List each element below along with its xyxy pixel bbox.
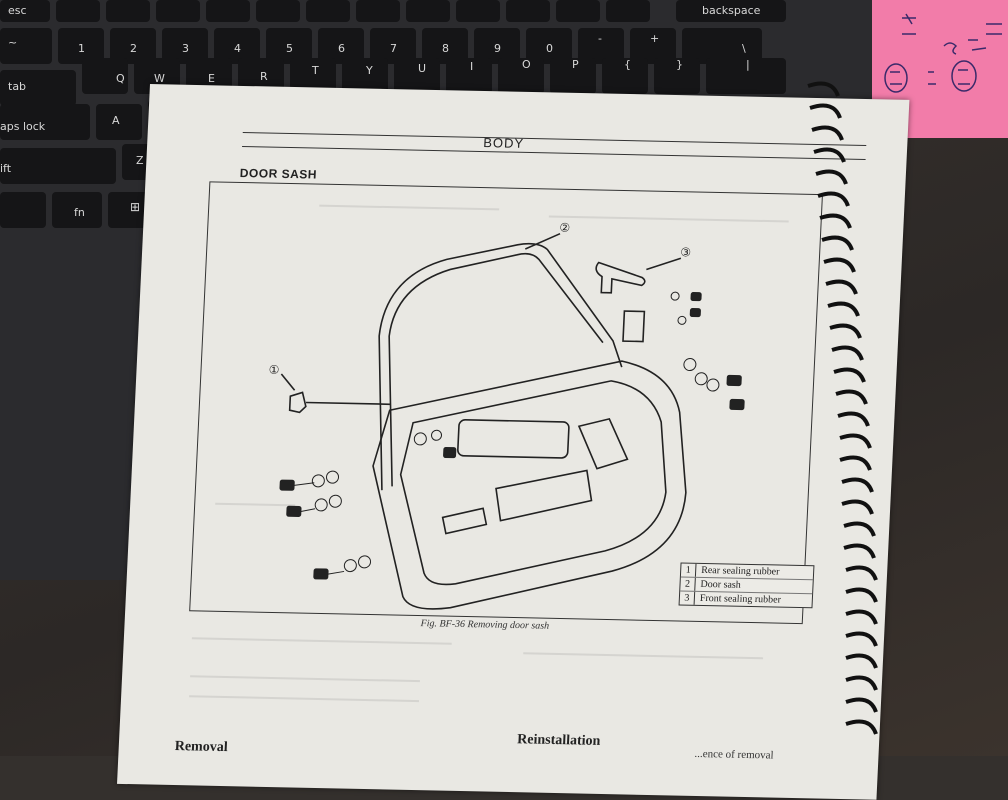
- key-f8[interactable]: [406, 0, 450, 22]
- key-f2[interactable]: [106, 0, 150, 22]
- washer: [677, 315, 687, 325]
- figure-frame: ① ② ③ 1 Rear sealing rubber 2 Door sash …: [189, 181, 823, 625]
- door-sash-frame: [378, 242, 623, 491]
- section-title: DOOR SASH: [239, 165, 318, 182]
- key-f3[interactable]: [156, 0, 200, 22]
- washer: [694, 372, 708, 386]
- handwriting-sketch: [884, 13, 1002, 93]
- key-f9[interactable]: [456, 0, 500, 22]
- bolt: [690, 292, 702, 302]
- windows-icon: ⊞: [130, 200, 141, 214]
- key-fn[interactable]: fn: [52, 192, 102, 228]
- bleed-through-line: [189, 695, 420, 703]
- washer: [311, 474, 325, 488]
- key-f11[interactable]: [556, 0, 600, 22]
- bolt: [689, 308, 701, 318]
- key-f7[interactable]: [356, 0, 400, 22]
- page-header-title: BODY: [482, 135, 525, 151]
- washer: [326, 470, 340, 484]
- washer: [413, 432, 427, 446]
- door-panel-outline: [372, 360, 687, 610]
- key-ctrl[interactable]: [0, 192, 46, 228]
- reinstallation-heading: Reinstallation: [516, 732, 601, 749]
- figure-caption: Fig. BF-36 Removing door sash: [420, 618, 550, 632]
- key-f6[interactable]: [306, 0, 350, 22]
- washer: [328, 494, 342, 508]
- key-f10[interactable]: [506, 0, 550, 22]
- washer: [706, 378, 720, 392]
- key-p[interactable]: P: [550, 58, 596, 94]
- spiral-binding: [807, 81, 878, 735]
- key-q[interactable]: Q: [82, 58, 128, 94]
- washer: [314, 498, 328, 512]
- callout-3: ③: [679, 245, 692, 260]
- key-u[interactable]: U: [394, 58, 440, 94]
- key-f1[interactable]: [56, 0, 100, 22]
- washer: [343, 559, 357, 573]
- removal-heading: Removal: [174, 739, 228, 756]
- bleed-through-line: [190, 675, 420, 683]
- key-right-brace[interactable]: }: [654, 58, 700, 94]
- header-rule-bottom: [242, 145, 866, 161]
- key-i[interactable]: I: [446, 58, 492, 94]
- washer: [431, 429, 443, 441]
- bolt: [726, 374, 742, 387]
- key-shift[interactable]: ift: [0, 148, 116, 184]
- key-f12[interactable]: [606, 0, 650, 22]
- key-esc[interactable]: esc: [0, 0, 50, 22]
- key-a[interactable]: A: [96, 104, 142, 140]
- washer: [670, 291, 680, 301]
- bolt: [279, 479, 295, 491]
- key-o[interactable]: O: [498, 58, 544, 94]
- key-caps-lock[interactable]: aps lock: [0, 104, 90, 140]
- key-tilde[interactable]: ~: [0, 28, 52, 64]
- bolt: [443, 446, 457, 459]
- door-sash-diagram: [279, 232, 745, 610]
- callout-1: ①: [268, 362, 280, 377]
- bleed-through-line: [191, 637, 452, 645]
- key-pipe[interactable]: |: [706, 58, 786, 94]
- key-tab[interactable]: tab: [0, 70, 76, 106]
- rear-sealing-rubber: [288, 391, 307, 414]
- key-left-brace[interactable]: {: [602, 58, 648, 94]
- key-f5[interactable]: [256, 0, 300, 22]
- washer: [358, 555, 372, 569]
- bolt: [313, 568, 329, 580]
- callout-2: ②: [559, 220, 571, 235]
- front-sealing-rubber: [595, 261, 646, 294]
- manual-page: BODY DOOR SASH: [117, 84, 910, 800]
- key-backspace[interactable]: backspace: [676, 0, 786, 22]
- washer: [683, 358, 697, 372]
- key-f4[interactable]: [206, 0, 250, 22]
- header-rule-top: [242, 131, 867, 147]
- bolt: [729, 398, 745, 411]
- trailing-text: ...ence of removal: [694, 747, 774, 762]
- bleed-through-line: [523, 652, 764, 660]
- bolt: [286, 505, 302, 517]
